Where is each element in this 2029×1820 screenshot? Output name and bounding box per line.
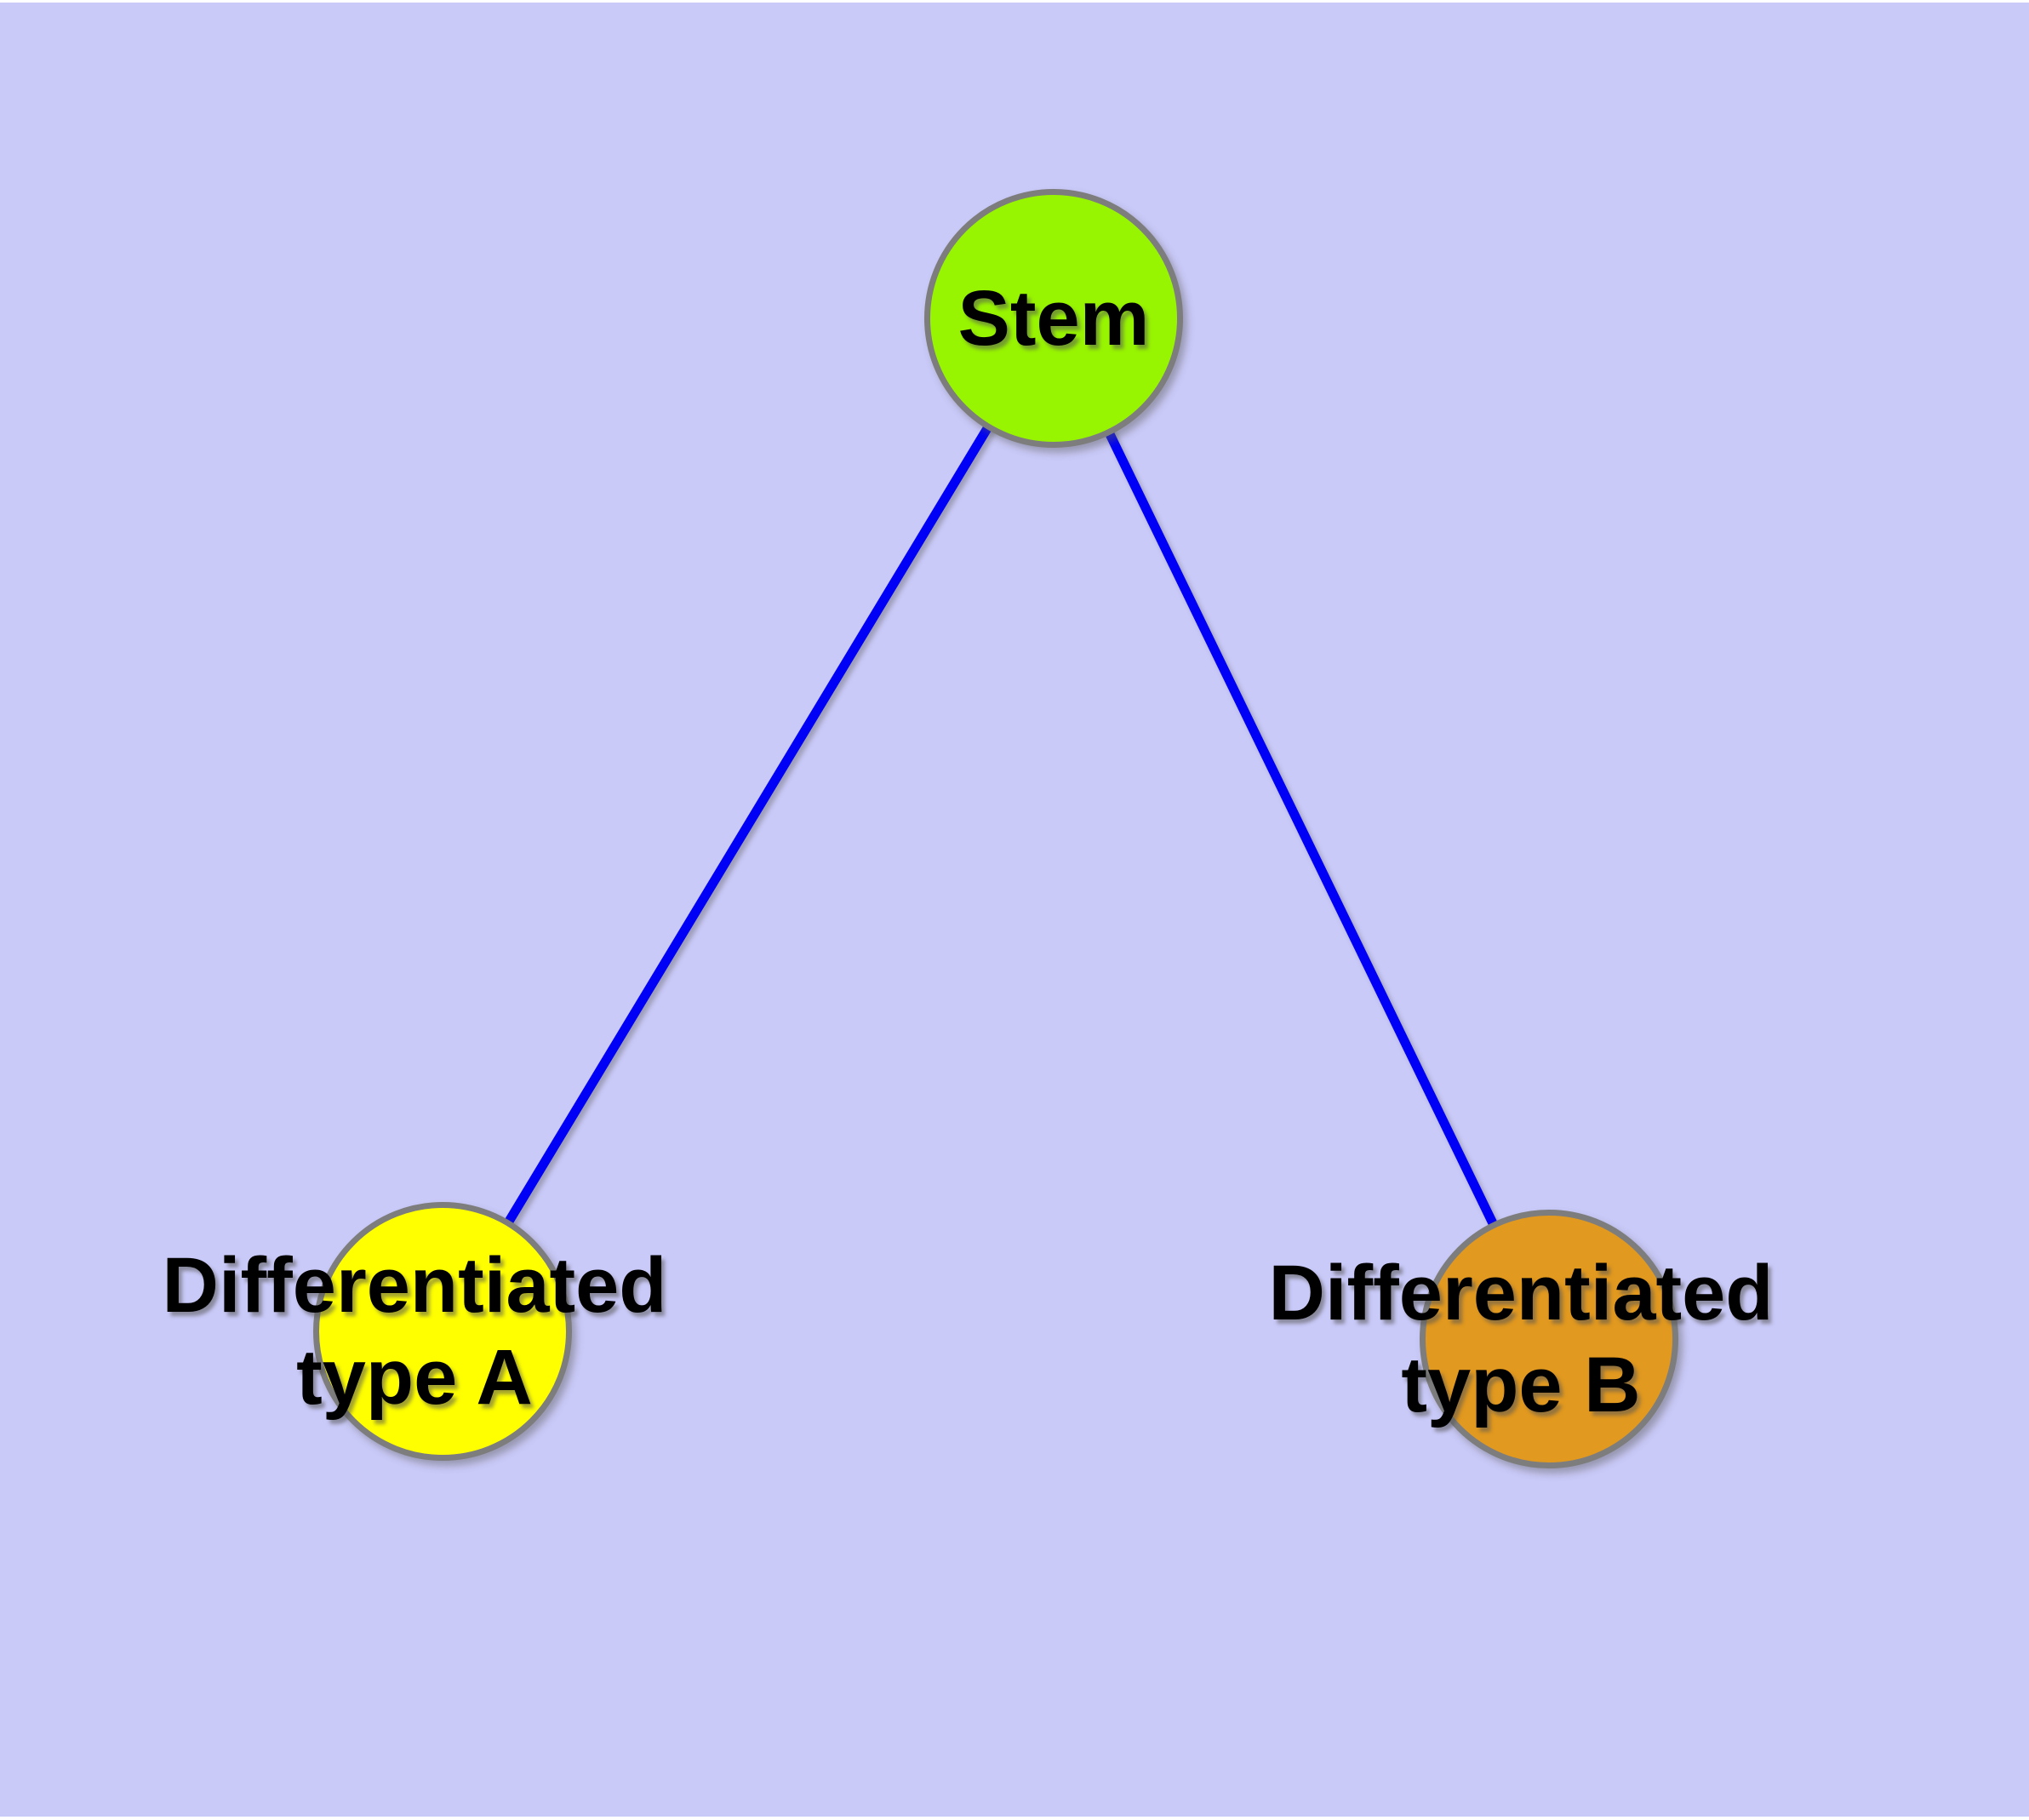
node-differentiated-type-a-label: Differentiated type A <box>0 1239 840 1423</box>
top-frame-strip <box>0 0 2029 3</box>
edge-stem-to-type-b <box>1049 316 1553 1342</box>
bottom-frame-strip <box>0 1817 2029 1820</box>
node-differentiated-type-a[interactable] <box>313 1202 572 1461</box>
label-line: Differentiated <box>162 1242 667 1329</box>
node-differentiated-type-b-label: Differentiated type B <box>1095 1247 1946 1431</box>
label-line: Differentiated <box>1268 1250 1774 1336</box>
node-differentiated-type-b[interactable] <box>1420 1210 1678 1468</box>
label-line: type A <box>296 1334 533 1421</box>
label-line: type B <box>1401 1342 1641 1428</box>
edge-stem-to-type-a <box>438 316 1058 1334</box>
node-stem[interactable]: Stem <box>924 189 1183 448</box>
node-stem-label: Stem <box>957 275 1150 362</box>
